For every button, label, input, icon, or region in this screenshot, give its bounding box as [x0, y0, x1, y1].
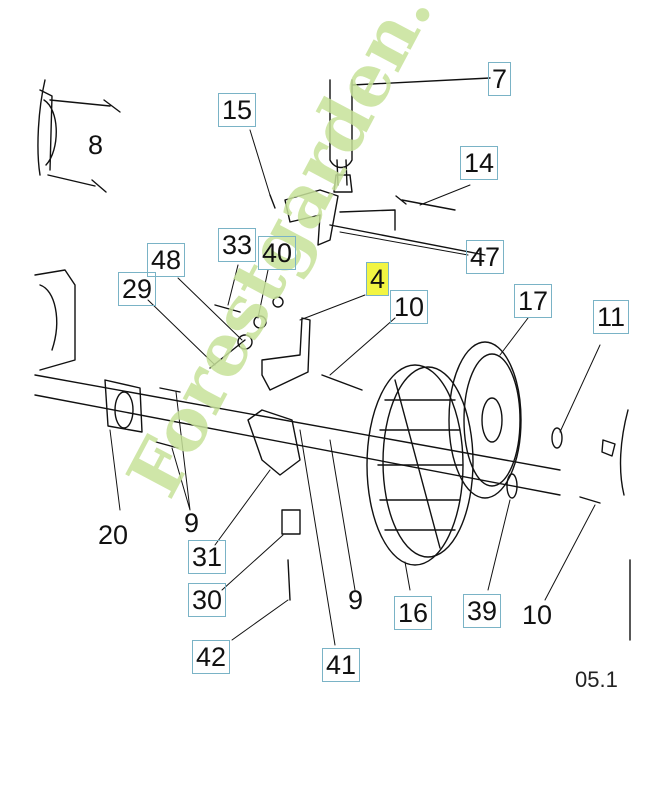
leader-29 [147, 299, 216, 366]
side-housing [34, 269, 76, 371]
bolt-8b [47, 174, 107, 193]
leader-47 [339, 231, 469, 256]
bearing-plate-20 [104, 379, 143, 433]
part-label-11[interactable]: 11 [593, 300, 630, 334]
leader-9-left [171, 391, 191, 511]
axle-housing [34, 374, 561, 496]
handle-joint [333, 174, 353, 193]
part-label-10[interactable]: 10 [390, 290, 429, 324]
bracket-40 [284, 189, 339, 246]
part-label-15[interactable]: 15 [218, 93, 257, 127]
part-label-47[interactable]: 47 [466, 240, 505, 274]
part-label-14[interactable]: 14 [460, 146, 499, 180]
part-label-30[interactable]: 30 [188, 583, 227, 617]
part-label-29[interactable]: 29 [118, 272, 157, 306]
pulley-17 [448, 341, 522, 499]
part-label-39[interactable]: 39 [463, 594, 502, 628]
leader-30 [221, 534, 284, 591]
part-label-20[interactable]: 20 [98, 520, 129, 550]
part-label-48[interactable]: 48 [147, 243, 186, 277]
leader-31 [214, 469, 271, 546]
bolt-9b [155, 441, 179, 449]
nut-11 [601, 439, 616, 457]
screw-42 [287, 559, 291, 601]
leader-42 [231, 599, 289, 641]
leader-4 [299, 294, 366, 321]
washer-40 [253, 315, 267, 329]
leader-9-right [329, 439, 356, 591]
part-label-8[interactable]: 8 [88, 130, 104, 160]
leader-17 [499, 317, 529, 356]
part-label-16[interactable]: 16 [394, 596, 433, 630]
pin-15 [269, 194, 276, 209]
bearing-20 [114, 391, 134, 429]
part-label-9-left[interactable]: 9 [184, 508, 200, 538]
leader-16 [404, 561, 411, 591]
part-label-33[interactable]: 33 [218, 228, 257, 262]
leader-48 [177, 277, 243, 341]
bolt-33 [214, 304, 241, 313]
part-label-9-right[interactable]: 9 [348, 585, 364, 615]
bolt-14 [395, 195, 456, 211]
wheel-16 [366, 364, 464, 566]
part-label-42[interactable]: 42 [192, 640, 231, 674]
part-label-17[interactable]: 17 [514, 284, 553, 318]
nut-40 [272, 296, 284, 308]
washer-48 [237, 334, 253, 350]
pulley-17-inner [463, 353, 521, 487]
upper-housing [37, 79, 57, 176]
bracket-4 [261, 317, 311, 391]
part-label-7[interactable]: 7 [488, 62, 512, 96]
leader-10 [329, 317, 396, 376]
right-frame [619, 409, 631, 641]
rod-47 [329, 209, 486, 256]
leader-14 [419, 184, 471, 206]
washer-39 [506, 473, 518, 499]
leader-11 [559, 344, 601, 433]
wheel-16-rim [382, 366, 474, 558]
part-label-31[interactable]: 31 [188, 540, 227, 574]
bolt-10-right [579, 496, 601, 504]
bolt-10-upper [321, 374, 363, 391]
leader-39 [487, 499, 511, 591]
bolt-9a [159, 387, 181, 393]
part-label-40[interactable]: 40 [258, 236, 297, 270]
clip-30 [281, 509, 301, 535]
leader-41 [299, 429, 336, 646]
bolt-8a [49, 99, 121, 113]
leader-15 [249, 129, 271, 196]
part-label-4-highlighted[interactable]: 4 [366, 262, 390, 296]
part-label-41[interactable]: 41 [322, 648, 361, 682]
page-code: 05.1 [575, 667, 618, 692]
bracket-31 [247, 409, 301, 476]
pulley-17-hub [481, 397, 503, 443]
part-label-10-right[interactable]: 10 [522, 600, 553, 630]
washer-11 [551, 427, 563, 449]
leader-10-right [544, 504, 596, 601]
leader-20 [109, 429, 121, 511]
wheel-16-spokes [377, 379, 463, 549]
handle-tube [329, 77, 491, 186]
leader-40 [257, 269, 269, 319]
leader-33 [227, 264, 239, 306]
